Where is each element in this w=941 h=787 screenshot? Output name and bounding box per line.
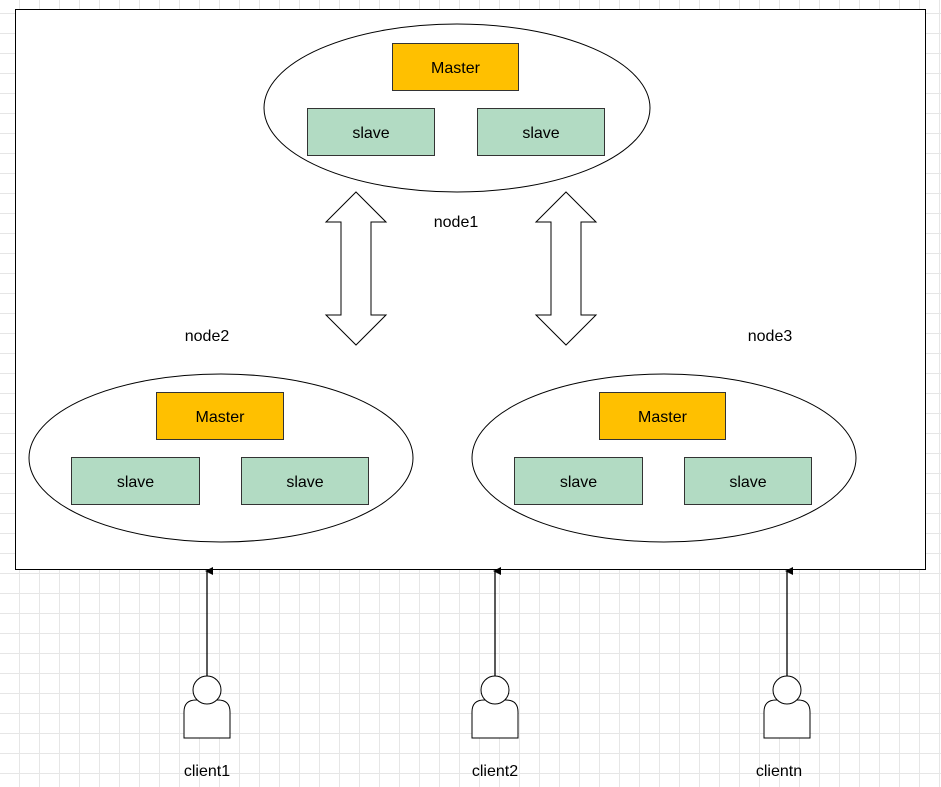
node3-master-label: Master — [638, 409, 688, 426]
node1-label: node1 — [434, 214, 479, 231]
node1-master-box[interactable] — [392, 43, 519, 91]
user-icon[interactable] — [471, 675, 519, 739]
node2-slave-box-2[interactable] — [241, 457, 369, 505]
node3-group: Master slave slave node3 — [471, 328, 857, 543]
node1-slave-label-2: slave — [522, 125, 559, 142]
node1-slave-label-1: slave — [352, 125, 389, 142]
node2-group: Master slave slave node2 — [28, 328, 414, 543]
node1-slave-box-1[interactable] — [307, 108, 435, 156]
clientn-label: clientn — [756, 763, 802, 780]
node3-slave-label-1: slave — [560, 474, 597, 491]
node1-group: Master slave slave node1 — [263, 23, 651, 231]
clientn-group: clientn — [756, 567, 811, 780]
node1-master-label: Master — [431, 60, 481, 77]
node2-slave-label-2: slave — [286, 474, 323, 491]
client1-label: client1 — [184, 763, 230, 780]
node2-slave-label-1: slave — [117, 474, 154, 491]
client2-label: client2 — [472, 763, 518, 780]
node2-slave-box-1[interactable] — [71, 457, 200, 505]
node3-master-box[interactable] — [599, 392, 726, 440]
node2-master-label: Master — [196, 409, 246, 426]
node2-label: node2 — [185, 328, 230, 345]
node1-slave-box-2[interactable] — [477, 108, 605, 156]
double-arrow-node1-node3 — [534, 191, 598, 346]
double-arrow-node1-node2 — [324, 191, 388, 346]
node2-master-box[interactable] — [156, 392, 284, 440]
client1-group: client1 — [183, 567, 231, 780]
client2-group: client2 — [471, 567, 519, 780]
user-icon[interactable] — [183, 675, 231, 739]
user-icon[interactable] — [763, 675, 811, 739]
node3-slave-label-2: slave — [729, 474, 766, 491]
node3-label: node3 — [748, 328, 793, 345]
node3-slave-box-1[interactable] — [514, 457, 643, 505]
node3-slave-box-2[interactable] — [684, 457, 812, 505]
